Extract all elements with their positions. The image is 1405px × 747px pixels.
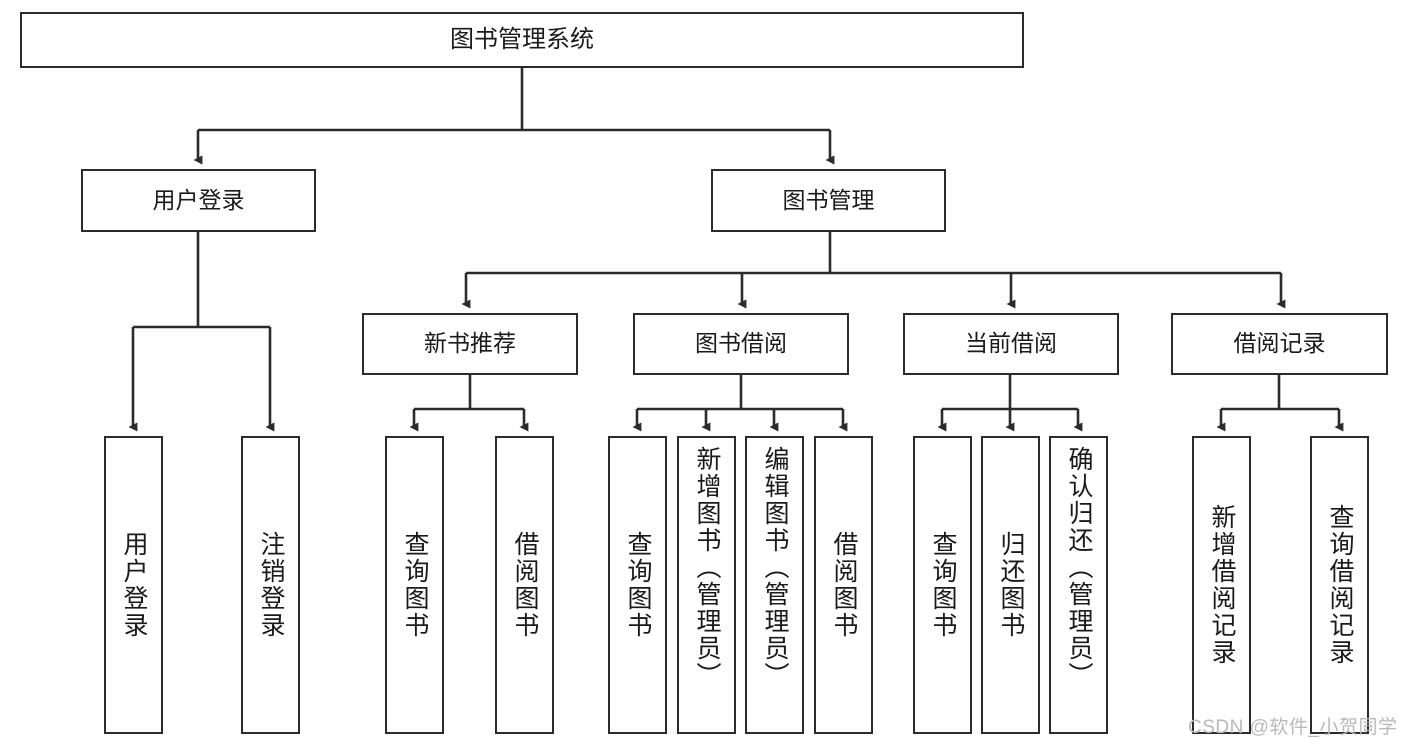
- leaf-query-book-current[interactable]: 查询图书: [913, 436, 972, 734]
- node-label: 图书借阅: [695, 330, 787, 357]
- leaf-borrow-book-recommend[interactable]: 借阅图书: [495, 436, 554, 734]
- leaf-query-borrow-record[interactable]: 查询借阅记录: [1310, 436, 1369, 734]
- node-borrow-records[interactable]: 借阅记录: [1171, 313, 1388, 375]
- node-label: 查询图书: [624, 531, 652, 639]
- leaf-query-book-recommend[interactable]: 查询图书: [385, 436, 444, 734]
- leaf-query-book-borrow[interactable]: 查询图书: [608, 436, 667, 734]
- node-label: 新增图书（管理员）: [693, 446, 721, 689]
- leaf-logout[interactable]: 注销登录: [241, 436, 300, 734]
- node-label: 编辑图书（管理员）: [761, 446, 789, 689]
- watermark: CSDN @软件_小贺同学: [1188, 717, 1398, 738]
- node-current-borrow[interactable]: 当前借阅: [903, 313, 1119, 375]
- node-label: 新增借阅记录: [1208, 504, 1236, 666]
- leaf-user-login[interactable]: 用户登录: [104, 436, 163, 734]
- node-label: 图书管理系统: [450, 25, 594, 53]
- leaf-return-book[interactable]: 归还图书: [981, 436, 1040, 734]
- leaf-add-book-admin[interactable]: 新增图书（管理员）: [677, 436, 736, 734]
- node-label: 归还图书: [997, 531, 1025, 639]
- node-label: 图书管理: [782, 186, 875, 213]
- leaf-add-borrow-record[interactable]: 新增借阅记录: [1192, 436, 1251, 734]
- node-label: 借阅图书: [830, 531, 858, 639]
- node-label: 确认归还（管理员）: [1065, 446, 1093, 689]
- node-label: 注销登录: [257, 531, 285, 639]
- node-label: 查询图书: [401, 531, 429, 639]
- node-label: 借阅记录: [1233, 330, 1326, 357]
- node-label: 新书推荐: [424, 330, 516, 357]
- node-label: 借阅图书: [511, 531, 539, 639]
- leaf-edit-book-admin[interactable]: 编辑图书（管理员）: [745, 436, 804, 734]
- node-label: 当前借阅: [965, 330, 1057, 357]
- leaf-confirm-return-admin[interactable]: 确认归还（管理员）: [1049, 436, 1108, 734]
- node-book-management[interactable]: 图书管理: [711, 169, 946, 232]
- node-book-borrow[interactable]: 图书借阅: [633, 313, 849, 375]
- node-label: 用户登录: [152, 186, 245, 213]
- node-user-login[interactable]: 用户登录: [81, 169, 316, 232]
- node-root-system[interactable]: 图书管理系统: [20, 12, 1024, 68]
- node-label: 用户登录: [120, 531, 148, 639]
- leaf-borrow-book[interactable]: 借阅图书: [814, 436, 873, 734]
- node-label: 查询借阅记录: [1326, 504, 1354, 666]
- node-label: 查询图书: [929, 531, 957, 639]
- node-new-book-recommend[interactable]: 新书推荐: [362, 313, 578, 375]
